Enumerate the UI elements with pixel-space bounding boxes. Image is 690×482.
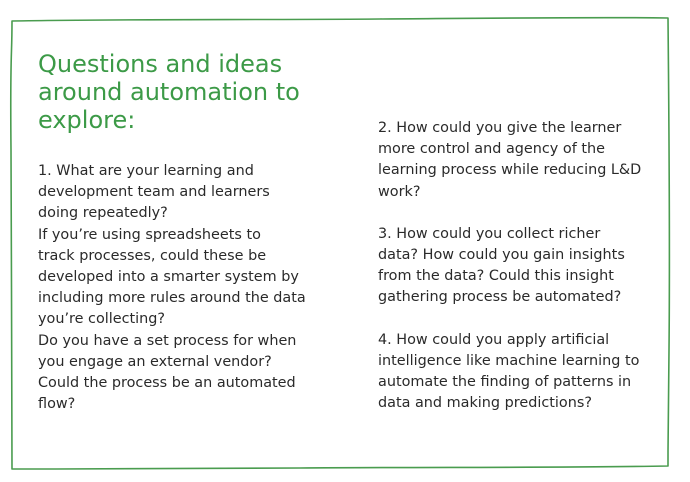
question-1-line: you engage an external vendor? (38, 353, 272, 370)
question-1-line: developed into a smarter system by (38, 269, 299, 286)
question-4-line: 4. How could you apply artificial (378, 331, 610, 348)
question-3: 3. How could you collect richer data? Ho… (378, 224, 668, 309)
question-1-line: flow? (38, 396, 76, 413)
question-2-line: work? (378, 183, 421, 200)
question-3-line: data? How could you gain insights (378, 247, 625, 264)
question-4-line: intelligence like machine learning to (378, 352, 640, 369)
question-1-line: If you’re using spreadsheets to (38, 226, 261, 243)
paragraph-gap (378, 203, 668, 224)
right-column: 2. How could you give the learner more c… (378, 118, 668, 414)
left-column: 1. What are your learning and developmen… (38, 161, 338, 415)
question-2-line: 2. How could you give the learner (378, 120, 622, 136)
question-4-line: automate the finding of patterns in (378, 374, 632, 391)
question-2-line: learning process while reducing L&D (378, 162, 642, 179)
title-line: around automation to (38, 78, 300, 106)
question-3-line: from the data? Could this insight (378, 268, 614, 285)
question-1-line: Could the process be an automated (38, 375, 296, 392)
question-4-line: data and making predictions? (378, 395, 592, 412)
title-line: Questions and ideas (38, 50, 283, 78)
question-1-line: you’re collecting? (38, 311, 166, 328)
page-title: Questions and ideas around automation to… (38, 50, 338, 134)
question-4: 4. How could you apply artificial intell… (378, 330, 668, 415)
title-line: explore: (38, 106, 136, 134)
question-2-line: more control and agency of the (378, 141, 605, 158)
question-3-line: gathering process be automated? (378, 289, 622, 306)
question-2: 2. How could you give the learner more c… (378, 118, 668, 203)
question-1-line: development team and learners (38, 184, 270, 201)
question-1-line: Do you have a set process for when (38, 332, 297, 349)
question-1-line: doing repeatedly? (38, 205, 168, 222)
question-3-line: 3. How could you collect richer (378, 225, 601, 242)
question-1-line: track processes, could these be (38, 247, 267, 264)
paragraph-gap (378, 309, 668, 330)
question-1-line: 1. What are your learning and (38, 163, 254, 179)
question-1-line: including more rules around the data (38, 290, 306, 307)
